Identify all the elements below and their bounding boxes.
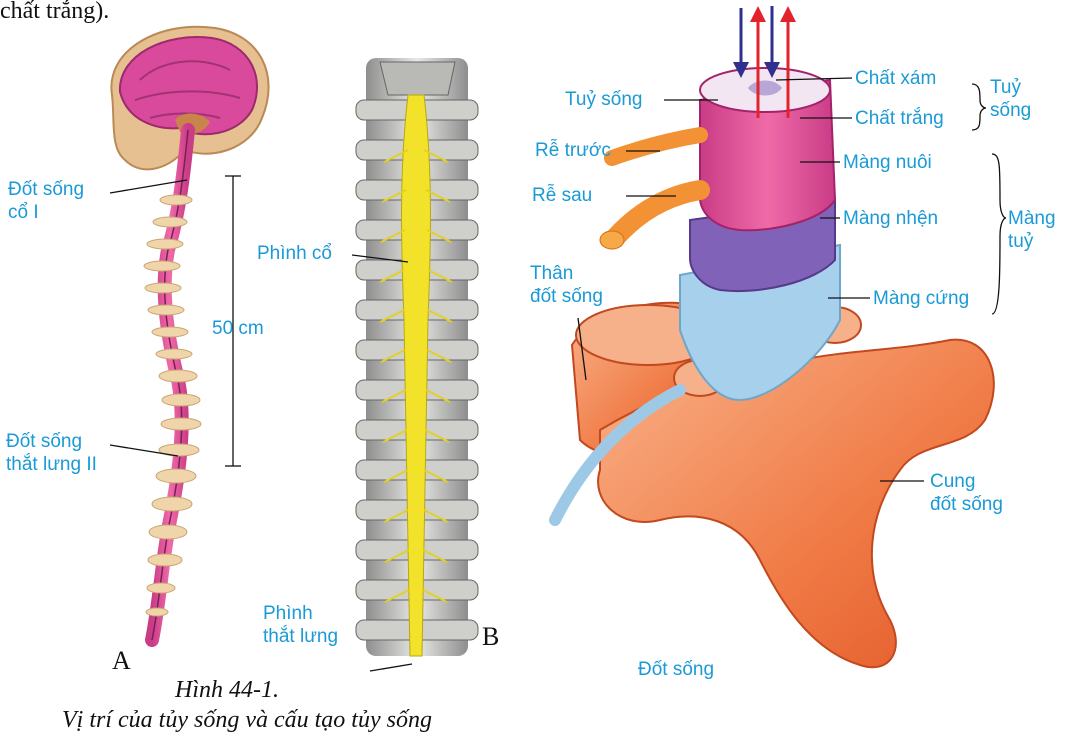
label-lumbar-enlargement: Phình thắt lưng: [263, 602, 338, 648]
label-grey-matter: Chất xám: [855, 67, 936, 90]
figure-caption: Hình 44-1.: [175, 676, 279, 704]
label-meninges-group: Màng tuỷ: [1008, 207, 1056, 253]
label-anterior-root: Rễ trước: [535, 139, 611, 162]
label-spinal-cord: Tuỷ sống: [565, 88, 642, 111]
panel-a-letter: A: [112, 646, 131, 676]
label-cord-group: Tuỷ sống: [990, 76, 1031, 122]
label-cord-length: 50 cm: [212, 317, 264, 340]
label-cervical-vertebra-1: Đốt sống cổ I: [8, 178, 84, 224]
label-dura-mater: Màng cứng: [873, 287, 969, 310]
label-pia-mater: Màng nuôi: [843, 151, 932, 174]
label-vertebra: Đốt sống: [638, 658, 714, 681]
label-cervical-enlargement: Phình cổ: [257, 242, 332, 265]
label-posterior-root: Rễ sau: [532, 184, 592, 207]
label-arachnoid: Màng nhện: [843, 207, 938, 230]
label-vertebral-body: Thân đốt sống: [530, 262, 603, 308]
label-vertebral-arch: Cung đốt sống: [930, 470, 1003, 516]
top-text-fragment: chất trắng).: [0, 0, 109, 24]
panel-b-letter: B: [482, 622, 499, 652]
panel-b-illustration: [356, 58, 478, 656]
label-lumbar-vertebra-2: Đốt sống thắt lưng II: [6, 430, 97, 476]
label-white-matter: Chất trắng: [855, 107, 944, 130]
figure-caption-sub: Vị trí của tủy sống và cấu tạo tủy sống: [62, 706, 432, 734]
